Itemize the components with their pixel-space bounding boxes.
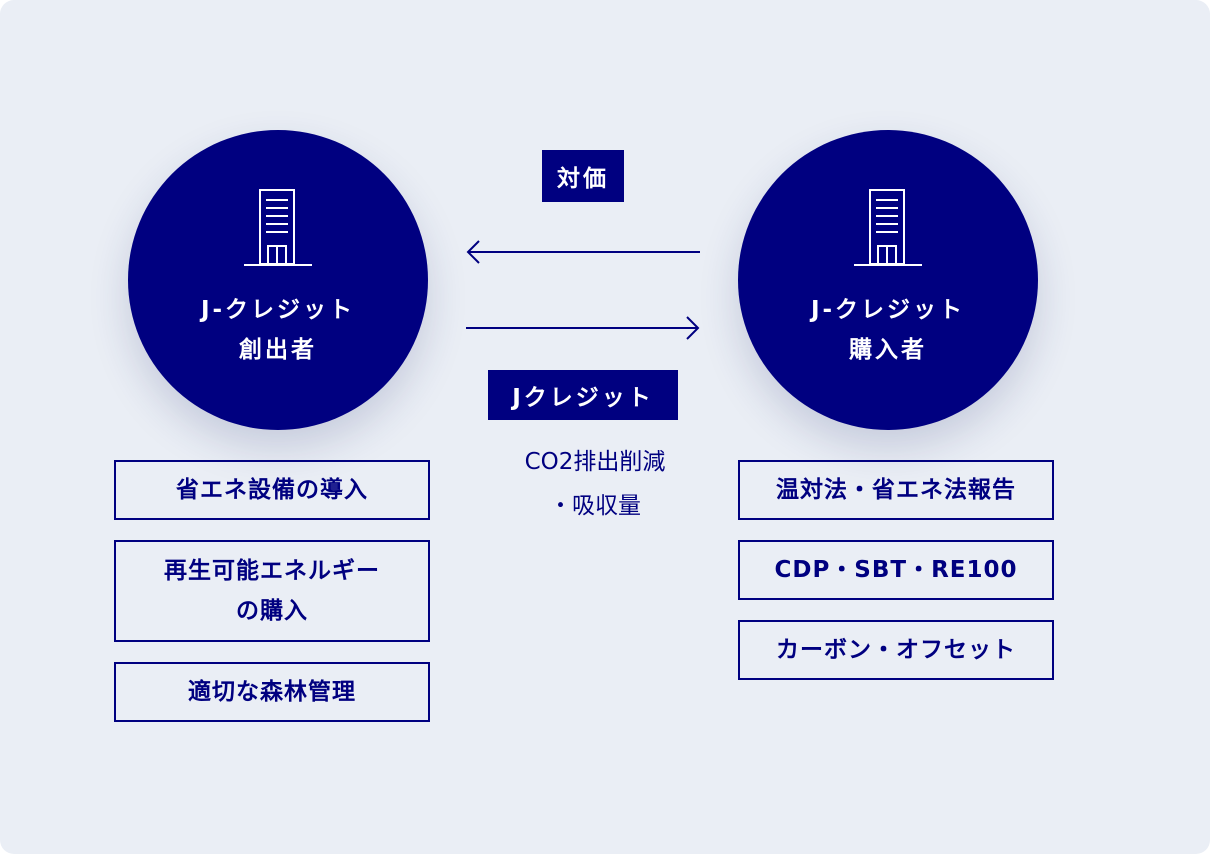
creator-activity-box: 省エネ設備の導入 <box>114 460 430 520</box>
buyer-circle: J-クレジット 購入者 <box>738 130 1038 430</box>
buyer-title-line2: 購入者 <box>849 337 927 363</box>
creator-title: J-クレジット 創出者 <box>128 290 428 370</box>
building-icon <box>854 189 922 266</box>
credit-arrow <box>466 316 700 340</box>
buyer-use-label: 温対法・省エネ法報告 <box>776 477 1016 503</box>
buyer-use-box: CDP・SBT・RE100 <box>738 540 1054 600</box>
creator-activity-label: 再生可能エネルギー <box>164 558 380 584</box>
buyer-title-line1: J-クレジット <box>810 297 966 323</box>
co2-line1: CO2排出削減 <box>524 449 666 475</box>
creator-circle: J-クレジット 創出者 <box>128 130 428 430</box>
creator-activity-label-line2: の購入 <box>236 598 308 624</box>
creator-activity-box: 適切な森林管理 <box>114 662 430 722</box>
co2-line2: ・吸収量 <box>549 493 641 519</box>
creator-title-line1: J-クレジット <box>200 297 356 323</box>
creator-activity-box: 再生可能エネルギー の購入 <box>114 540 430 642</box>
buyer-use-box: 温対法・省エネ法報告 <box>738 460 1054 520</box>
payment-tag: 対価 <box>542 150 624 202</box>
credit-tag: Jクレジット <box>488 370 678 420</box>
buyer-use-box: カーボン・オフセット <box>738 620 1054 680</box>
buyer-use-label: CDP・SBT・RE100 <box>774 557 1018 583</box>
buyer-title: J-クレジット 購入者 <box>738 290 1038 370</box>
creator-activity-label: 省エネ設備の導入 <box>176 477 368 503</box>
buyer-use-label: カーボン・オフセット <box>776 637 1016 663</box>
payment-arrow <box>466 240 700 264</box>
creator-title-line2: 創出者 <box>239 337 317 363</box>
building-icon <box>244 189 312 266</box>
creator-activity-label: 適切な森林管理 <box>188 679 356 705</box>
co2-reduction-label: CO2排出削減 ・吸収量 <box>470 440 720 528</box>
